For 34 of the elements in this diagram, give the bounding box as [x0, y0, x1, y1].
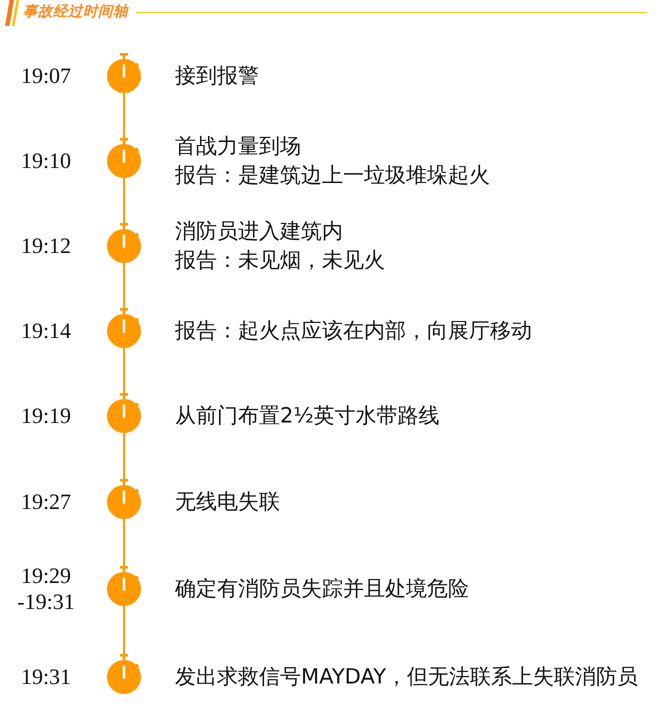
event-text: 消防员进入建筑内 — [175, 218, 343, 245]
event-text: 报告：起火点应该在内部，向展厅移动 — [175, 318, 532, 344]
timeline-line — [123, 93, 125, 138]
stopwatch-icon — [104, 393, 144, 433]
timeline-line — [123, 263, 125, 308]
event-text: 确定有消防员失踪并且处境危险 — [175, 576, 469, 602]
time-label: 19:14 — [20, 318, 72, 344]
time-label: 19:12 — [20, 233, 72, 259]
timeline-line — [123, 433, 125, 479]
timeline-line — [123, 178, 125, 223]
event-text: 发出求救信号MAYDAY，但无法联系上失联消防员 — [175, 664, 638, 690]
time-label: 19:10 — [20, 148, 72, 174]
timeline-line — [123, 348, 125, 393]
stopwatch-icon — [104, 53, 144, 93]
event-text: 首战力量到场 — [175, 133, 301, 160]
timeline-line — [123, 606, 125, 654]
stopwatch-icon — [104, 479, 144, 519]
event-text: 报告：未见烟，未见火 — [175, 247, 385, 274]
event-text: 接到报警 — [175, 62, 259, 90]
time-label: 19:07 — [20, 63, 72, 89]
event-text: 无线电失联 — [175, 488, 280, 516]
time-label: 19:29 -19:31 — [17, 563, 75, 615]
event-text: 报告：是建筑边上一垃圾堆垛起火 — [175, 162, 490, 189]
event-text: 从前门布置2½英寸水带路线 — [175, 402, 440, 430]
time-label: 19:31 — [20, 664, 72, 690]
stopwatch-icon — [104, 654, 144, 694]
time-label: 19:19 — [20, 403, 72, 429]
timeline-line — [123, 519, 125, 566]
time-label: 19:27 — [20, 489, 72, 515]
stopwatch-icon — [104, 223, 144, 263]
title: 事故经过时间轴 — [23, 3, 128, 21]
stopwatch-icon — [104, 566, 144, 606]
stopwatch-icon — [104, 138, 144, 178]
stopwatch-icon — [104, 308, 144, 348]
